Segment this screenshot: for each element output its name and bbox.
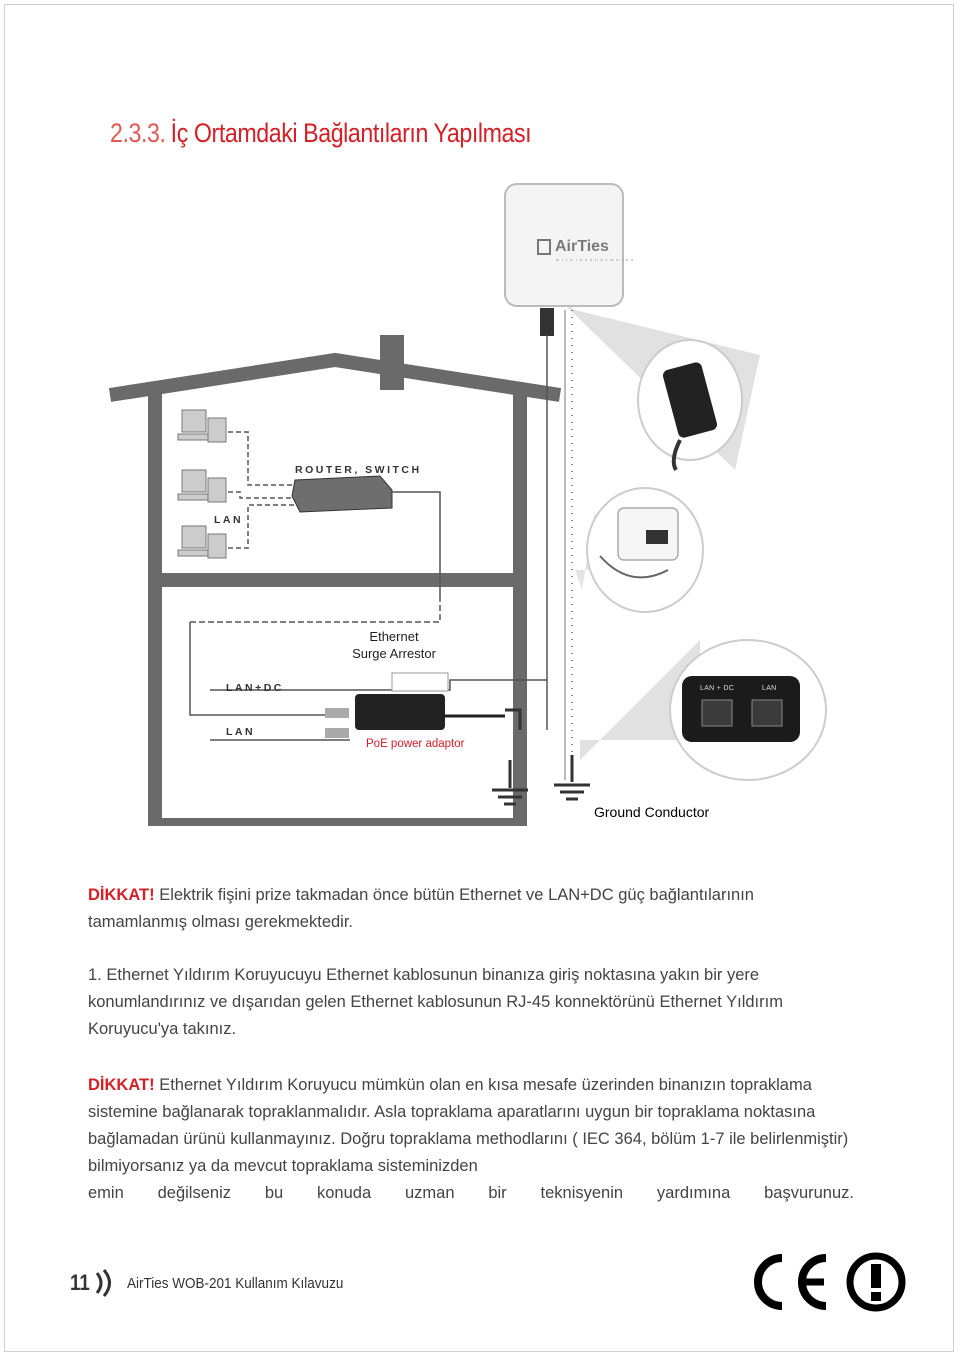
- surge-label-line2: Surge Arrestor: [352, 646, 436, 661]
- access-point-icon: [504, 183, 624, 307]
- notice-1-lead: DİKKAT!: [88, 886, 155, 904]
- ground-symbol: [492, 755, 590, 806]
- house-outline: [108, 352, 562, 826]
- notice-1: DİKKAT! Elektrik fişini prize takmadan ö…: [88, 882, 854, 936]
- ce-mark-icon: [754, 1254, 827, 1310]
- notice-2-last-line: emin değilseniz bu konuda uzman bir tekn…: [88, 1184, 854, 1202]
- brand-logo: AirTies: [555, 238, 609, 255]
- notice-1-text: Elektrik fişini prize takmadan önce bütü…: [88, 886, 754, 931]
- footer-title: AirTies WOB-201 Kullanım Kılavuzu: [127, 1274, 344, 1292]
- ground-conductor-label: Ground Conductor: [594, 804, 710, 820]
- page-frame: [4, 4, 954, 1352]
- certification-marks: [754, 1252, 906, 1312]
- step-1-text: Ethernet Yıldırım Koruyucuyu Ethernet ka…: [88, 966, 783, 1038]
- poe-adaptor-label: PoE power adaptor: [366, 738, 465, 750]
- connection-diagram: AirTies w i r e l e s s n e t w o r k s …: [0, 170, 960, 850]
- lan-bottom-label: LAN: [226, 726, 256, 738]
- diagram-graphics: [108, 183, 827, 826]
- signal-icon: [96, 1269, 112, 1297]
- lan-dc-label: LAN+DC: [226, 682, 284, 694]
- warning-mark-icon: [846, 1252, 906, 1312]
- brand-tagline: w i r e l e s s n e t w o r k s: [556, 257, 635, 262]
- surge-arrestor-label: Ethernet Surge Arrestor: [346, 628, 442, 662]
- lan-top-label: LAN: [214, 514, 244, 526]
- step-1: 1. Ethernet Yıldırım Koruyucuyu Ethernet…: [88, 962, 854, 1043]
- section-title: İç Ortamdaki Bağlantıların Yapılması: [170, 118, 532, 148]
- notice-2-lead: DİKKAT!: [88, 1076, 155, 1094]
- surge-label-line1: Ethernet: [369, 629, 419, 644]
- poe-adaptor-icon: [355, 694, 445, 730]
- surge-arrestor-icon: [391, 672, 449, 692]
- router-switch-label: ROUTER, SWITCH: [295, 464, 422, 476]
- page-number: 11: [70, 1270, 90, 1295]
- notice-2: DİKKAT! Ethernet Yıldırım Koruyucu mümkü…: [88, 1072, 854, 1207]
- step-1-number: 1.: [88, 966, 102, 984]
- computer-icons: [177, 409, 227, 559]
- adaptor-port1-label: LAN + DC: [700, 685, 735, 692]
- notice-2-text: Ethernet Yıldırım Koruyucu mümkün olan e…: [88, 1076, 849, 1175]
- section-heading: 2.3.3.İç Ortamdaki Bağlantıların Yapılma…: [110, 118, 532, 149]
- switch-icon: [291, 475, 393, 513]
- page-footer: 11 AirTies WOB-201 Kullanım Kılavuzu: [70, 1268, 368, 1298]
- adaptor-port2-label: LAN: [762, 685, 777, 692]
- section-number: 2.3.3.: [110, 118, 166, 148]
